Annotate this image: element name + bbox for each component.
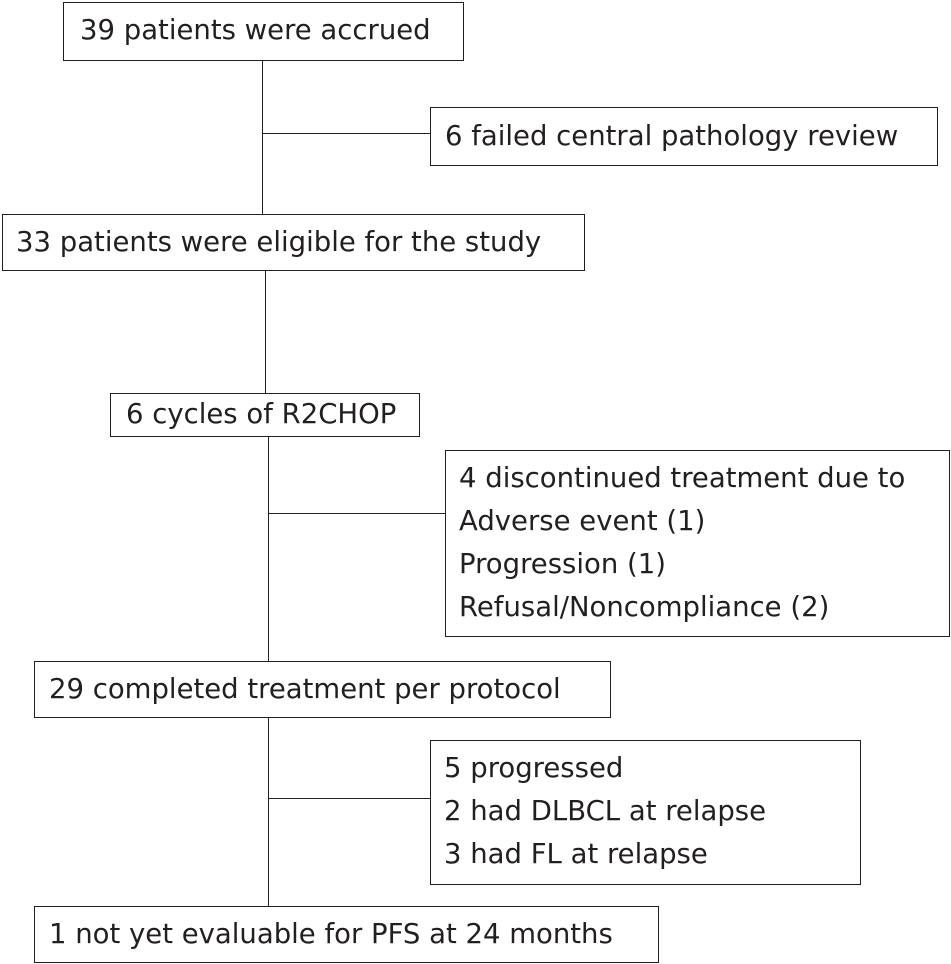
connector-to-discontinued	[268, 513, 445, 515]
completed-text: 29 completed treatment per protocol	[49, 673, 561, 705]
discontinued-line-1: 4 discontinued treatment due to	[459, 462, 906, 494]
connector-eligible-to-cycles	[265, 271, 267, 393]
not-evaluable-text: 1 not yet evaluable for PFS at 24 months	[49, 918, 613, 950]
failed-review-box: 6 failed central pathology review	[430, 107, 938, 166]
failed-review-text: 6 failed central pathology review	[445, 120, 899, 152]
eligible-text: 33 patients were eligible for the study	[16, 226, 542, 258]
connector-to-progressed	[268, 798, 430, 800]
accrued-text: 39 patients were accrued	[80, 14, 431, 46]
discontinued-box: 4 discontinued treatment due to Adverse …	[445, 450, 950, 637]
connector-completed-to-not-evaluable	[268, 718, 270, 906]
connector-cycles-to-completed	[268, 437, 270, 661]
progressed-line-1: 5 progressed	[444, 752, 624, 784]
accrued-box: 39 patients were accrued	[63, 2, 464, 61]
not-evaluable-box: 1 not yet evaluable for PFS at 24 months	[34, 906, 659, 963]
connector-to-failed-review	[262, 133, 430, 135]
discontinued-line-4: Refusal/Noncompliance (2)	[459, 591, 830, 623]
completed-box: 29 completed treatment per protocol	[34, 661, 611, 718]
progressed-box: 5 progressed 2 had DLBCL at relapse 3 ha…	[430, 740, 861, 885]
connector-accrued-to-eligible	[262, 61, 264, 214]
cycles-box: 6 cycles of R2CHOP	[110, 393, 420, 437]
cycles-text: 6 cycles of R2CHOP	[126, 398, 397, 430]
discontinued-line-3: Progression (1)	[459, 548, 666, 580]
progressed-line-2: 2 had DLBCL at relapse	[444, 795, 767, 827]
discontinued-line-2: Adverse event (1)	[459, 505, 706, 537]
eligible-box: 33 patients were eligible for the study	[2, 214, 585, 271]
progressed-line-3: 3 had FL at relapse	[444, 838, 708, 870]
